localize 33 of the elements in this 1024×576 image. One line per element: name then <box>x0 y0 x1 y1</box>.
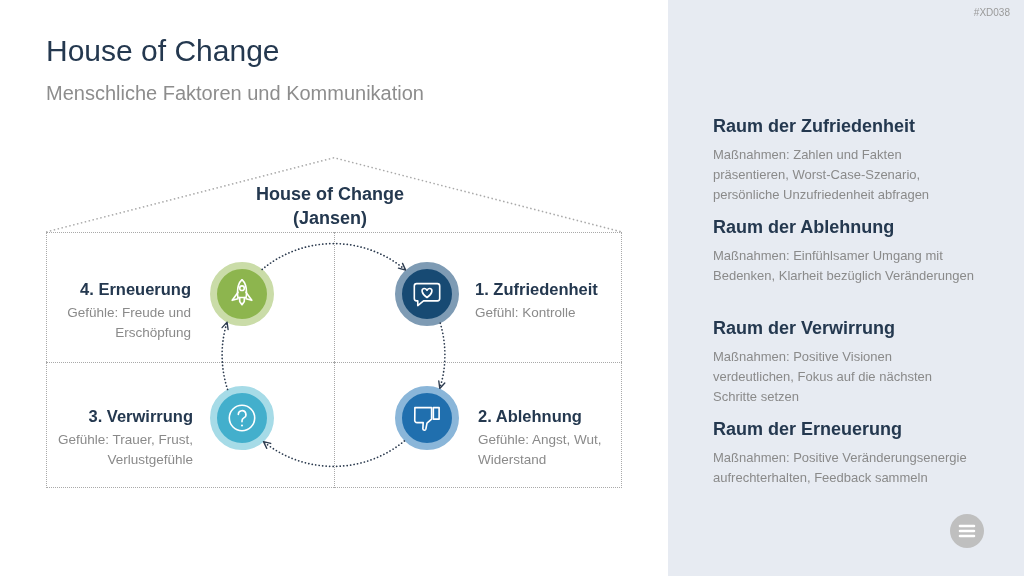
cycle-arrow <box>262 440 406 468</box>
section-heading: Raum der Zufriedenheit <box>713 115 916 138</box>
stage-heading: 1. Zufriedenheit <box>475 279 598 299</box>
room-section <box>46 362 334 488</box>
stage-feelings: Gefühle: Freude und Erschöpfung <box>66 304 191 342</box>
room-section <box>334 232 622 362</box>
stage-feelings: Gefühle: Angst, Wut, Widerstand <box>478 431 603 469</box>
section-text: Maßnahmen: Einfühlsamer Umgang mit Bedenken, Klarheit bezüglich Veränderungen <box>713 247 975 285</box>
sidebar-panel <box>668 0 1024 576</box>
cycle-arrow <box>437 322 446 390</box>
stage-circle <box>210 262 274 326</box>
stage-circle <box>210 386 274 450</box>
section-heading: Raum der Verwirrung <box>713 317 896 340</box>
section-heading: Raum der Erneuerung <box>713 418 903 441</box>
stage-feelings: Gefühl: Kontrolle <box>475 304 576 322</box>
stage-heading: 3. Verwirrung <box>88 406 193 426</box>
stage-circle <box>395 262 459 326</box>
cycle-arrow <box>261 242 407 271</box>
slide-subtitle: Menschliche Faktoren und Kommunikation <box>46 81 424 105</box>
cycle-arrow <box>221 321 230 391</box>
section-text: Maßnahmen: Positive Visionen verdeutlichen, Fokus auf die nächsten Schritte setzen <box>713 348 933 406</box>
stage-circle <box>395 386 459 450</box>
stage-heading: 4. Erneuerung <box>80 279 191 299</box>
section-heading: Raum der Ablehnung <box>713 216 895 239</box>
stage-feelings: Gefühle: Trauer, Frust, Verlustgefühle <box>56 431 193 469</box>
slide-title: House of Change <box>46 33 280 69</box>
house-heading: House of Change (Jansen) <box>255 183 405 230</box>
section-text: Maßnahmen: Positive Veränderungsenergie aufrechterhalten, Feedback sammeln <box>713 449 968 487</box>
slide-code: #XD038 <box>973 6 1010 19</box>
room-section <box>46 232 334 362</box>
section-text: Maßnahmen: Zahlen und Fakten präsentieren, Worst-Case-Szenario, persönliche Unzufriedenheit abfragen <box>713 146 931 204</box>
stage-heading: 2. Ablehnung <box>478 406 582 426</box>
room-section <box>334 362 622 488</box>
